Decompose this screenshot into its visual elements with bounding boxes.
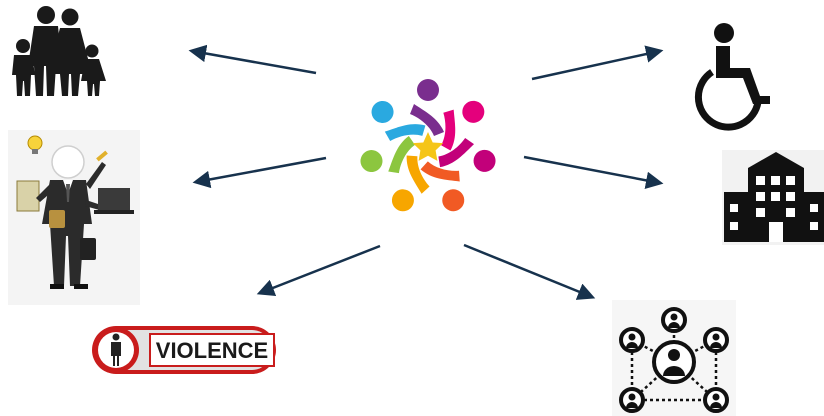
arrow-to-school [523,155,664,189]
violence-sign-icon [92,326,276,374]
diversity-people-circle-with-star-icon [360,79,496,212]
arrow-to-disability [531,45,664,81]
family-icon [12,6,106,96]
multitasking-businessman-icon [8,130,140,305]
violence-label: VIOLENCE [156,338,268,363]
star-icon [412,132,444,161]
arrow-to-family [188,44,317,75]
wheelchair-icon [694,23,770,131]
arrow-to-violence [256,244,381,297]
arrow-to-businessman [192,156,327,189]
people-network-icon [612,300,736,416]
school-building-icon [722,150,824,245]
arrow-to-network [463,243,596,300]
violence-label-box [149,333,275,367]
arrows [188,44,664,300]
